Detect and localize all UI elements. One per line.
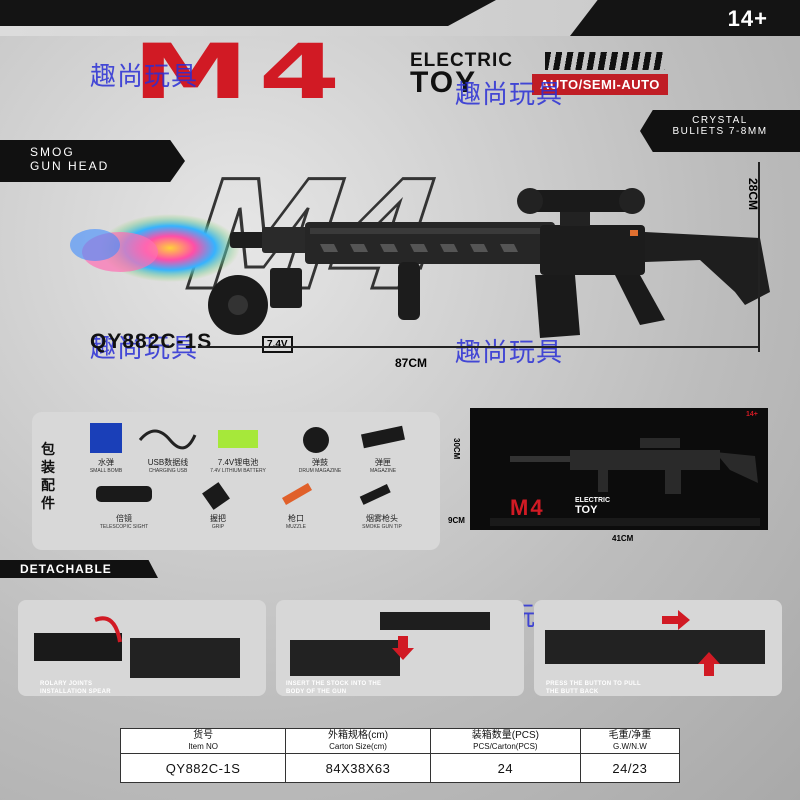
watermark: 趣尚玩具 (90, 62, 199, 92)
top-banner-dark-right (570, 0, 800, 36)
mode-badge: AUTO/SEMI-AUTO (532, 74, 668, 95)
smog-line-1: SMOG (30, 145, 75, 159)
box-age-rating: 14+ (746, 411, 758, 418)
watermark: 趣尚玩具 (455, 338, 564, 368)
length-dimension-line (198, 346, 760, 348)
down-arrow-icon (392, 636, 414, 660)
height-label: 28CM (746, 178, 760, 211)
spec-header-cell: 外箱规格(cm)Carton Size(cm) (285, 728, 431, 754)
box-rifle-graphic (490, 438, 760, 526)
accessories-title-char: 包 (41, 441, 55, 457)
box-depth-label: 9CM (448, 516, 465, 525)
step-caption-1: ROLARY JOINTS INSTALLATION SPEAR (40, 681, 111, 695)
brand-title: M4 (132, 27, 350, 116)
battery-icon (218, 430, 258, 448)
magazine-icon (361, 425, 405, 449)
spec-value-row: QY882C-1S 84X38X63 24 24/23 (119, 753, 681, 783)
watermark: 趣尚玩具 (455, 80, 564, 110)
drum-magazine-icon (303, 427, 329, 453)
model-number: QY882C-1S (90, 330, 213, 353)
box-height-label: 30CM (452, 438, 461, 460)
scope-icon (96, 486, 152, 502)
top-banner-dark-left (0, 0, 496, 26)
spec-carton-size: 84X38X63 (285, 753, 431, 783)
spec-item-no: QY882C-1S (119, 753, 287, 783)
crystal-line-2: BULIETS 7-8MM (672, 126, 768, 137)
toy-label: TOY (410, 66, 478, 99)
muzzle-icon (282, 483, 312, 505)
grip-icon (202, 482, 230, 510)
spec-header-cell: 装箱数量(PCS)PCS/Carton(PCS) (429, 728, 581, 754)
stripe-decoration (545, 52, 665, 70)
box-electric-label: ELECTRIC (575, 497, 610, 504)
crystal-line-1: CRYSTAL (692, 115, 748, 126)
box-width-label: 41CM (612, 534, 634, 543)
watermark: 趣尚玩具 (90, 334, 199, 364)
age-rating: 14+ (727, 6, 768, 31)
right-arrow-icon (662, 610, 690, 630)
accessories-title-char: 件 (41, 495, 55, 511)
smog-gun-head-tag: SMOG GUN HEAD (0, 140, 185, 182)
accessory-icons (90, 423, 405, 510)
up-arrow-icon (698, 652, 720, 676)
accessories-title-char: 装 (41, 459, 55, 475)
height-dimension-line (758, 162, 760, 352)
accessories-title-char: 配 (41, 477, 55, 493)
accessories-title: 包 装 配 件 (36, 440, 60, 512)
detach-step-graphics (34, 610, 765, 678)
smoke-tip-icon (359, 484, 391, 505)
water-beads-icon (90, 423, 122, 453)
battery-badge: 7.4V (262, 336, 293, 353)
spec-weight: 24/23 (579, 753, 681, 783)
step-caption-2: INSERT THE STOCK INTO THE BODY OF THE GU… (286, 681, 382, 695)
rifle-illustration (70, 188, 770, 338)
electric-label: ELECTRIC (410, 50, 513, 71)
step-caption-3: PRESS THE BUTTON TO PULL THE BUTT BACK (546, 681, 641, 695)
length-label: 87CM (395, 356, 428, 370)
crystal-bullets-tag: CRYSTAL BULIETS 7-8MM (640, 110, 800, 152)
box-brand: M4 (510, 495, 545, 520)
box-toy-label: TOY (575, 504, 598, 516)
spec-pcs-per-carton: 24 (429, 753, 581, 783)
usb-cable-icon (138, 429, 197, 450)
smog-line-2: GUN HEAD (30, 159, 110, 173)
detachable-label: DETACHABLE (0, 560, 158, 578)
